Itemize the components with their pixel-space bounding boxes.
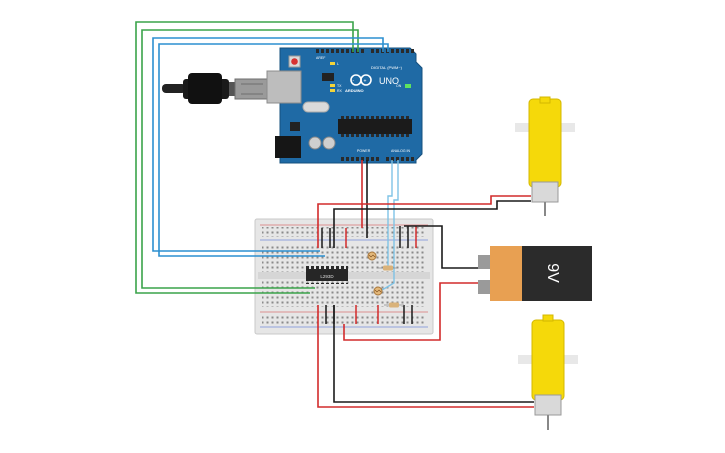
blue-wire-2[interactable] xyxy=(158,43,389,257)
top-power-rail[interactable] xyxy=(262,227,425,237)
analog-header[interactable] xyxy=(385,156,415,162)
digital-header-left[interactable] xyxy=(314,49,364,55)
on-label: ON xyxy=(396,84,402,88)
aref-label: AREF xyxy=(316,56,325,60)
tx-label: TX xyxy=(337,84,342,88)
battery-positive-wire[interactable] xyxy=(343,282,478,341)
resistor-icon[interactable] xyxy=(378,265,398,271)
green-wire-1[interactable] xyxy=(135,21,354,294)
dc-motor-icon[interactable] xyxy=(515,96,575,216)
battery-label: 9V xyxy=(544,263,561,283)
dc-motor-icon[interactable] xyxy=(518,314,578,430)
svg-text:+: + xyxy=(364,79,367,85)
arduino-infinity-icon: - + xyxy=(350,74,372,86)
power-header[interactable] xyxy=(340,156,380,162)
arduino-uno-board[interactable]: DIGITAL (PWM~) AREF L TX RX ON - + UNO A… xyxy=(266,47,423,164)
analog-label: ANALOG IN xyxy=(391,149,411,153)
power-jack xyxy=(275,136,301,158)
capacitor-1 xyxy=(308,136,322,150)
photoresistor-icon[interactable] xyxy=(373,286,383,296)
analog-wire-1[interactable] xyxy=(387,160,393,266)
motor1-red-wire[interactable] xyxy=(317,195,531,248)
bottom-power-rail[interactable] xyxy=(262,314,425,324)
chip-label: L293D xyxy=(320,274,334,279)
9v-battery-icon[interactable]: 9V xyxy=(478,246,592,301)
on-led xyxy=(405,84,411,88)
capacitor-2 xyxy=(322,136,336,150)
led-l-label: L xyxy=(337,62,339,66)
usb-jack xyxy=(266,70,302,104)
l293d-chip[interactable]: L293D xyxy=(306,266,348,284)
reset-button[interactable] xyxy=(291,58,298,65)
analog-wire-2[interactable] xyxy=(381,160,399,291)
usb-chip xyxy=(322,73,334,81)
model-label: UNO xyxy=(379,76,399,86)
rx-label: RX xyxy=(337,89,343,93)
rx-led xyxy=(330,89,335,92)
usb-connector-icon xyxy=(234,78,270,100)
blue-wire-1[interactable] xyxy=(152,37,384,252)
digital-header-right[interactable] xyxy=(369,49,414,55)
power-label: POWER xyxy=(357,149,371,153)
motor1-black-wire[interactable] xyxy=(333,200,531,248)
motor2-black-wire[interactable] xyxy=(333,305,534,403)
crystal-oscillator xyxy=(302,101,330,113)
motor2-red-wire[interactable] xyxy=(317,305,534,408)
usb-cable[interactable] xyxy=(162,73,270,104)
tx-led xyxy=(330,84,335,87)
brand-label: ARDUINO xyxy=(345,88,364,93)
breadboard-jumpers[interactable] xyxy=(321,226,417,324)
photoresistor-icon[interactable] xyxy=(367,251,377,261)
svg-text:-: - xyxy=(353,78,355,84)
l-led xyxy=(330,62,335,65)
battery-negative-wire[interactable] xyxy=(404,225,478,269)
atmega-microcontroller xyxy=(338,119,412,134)
digital-label: DIGITAL (PWM~) xyxy=(371,65,403,70)
resistor-icon[interactable] xyxy=(384,302,404,308)
regulator-chip xyxy=(290,122,300,131)
